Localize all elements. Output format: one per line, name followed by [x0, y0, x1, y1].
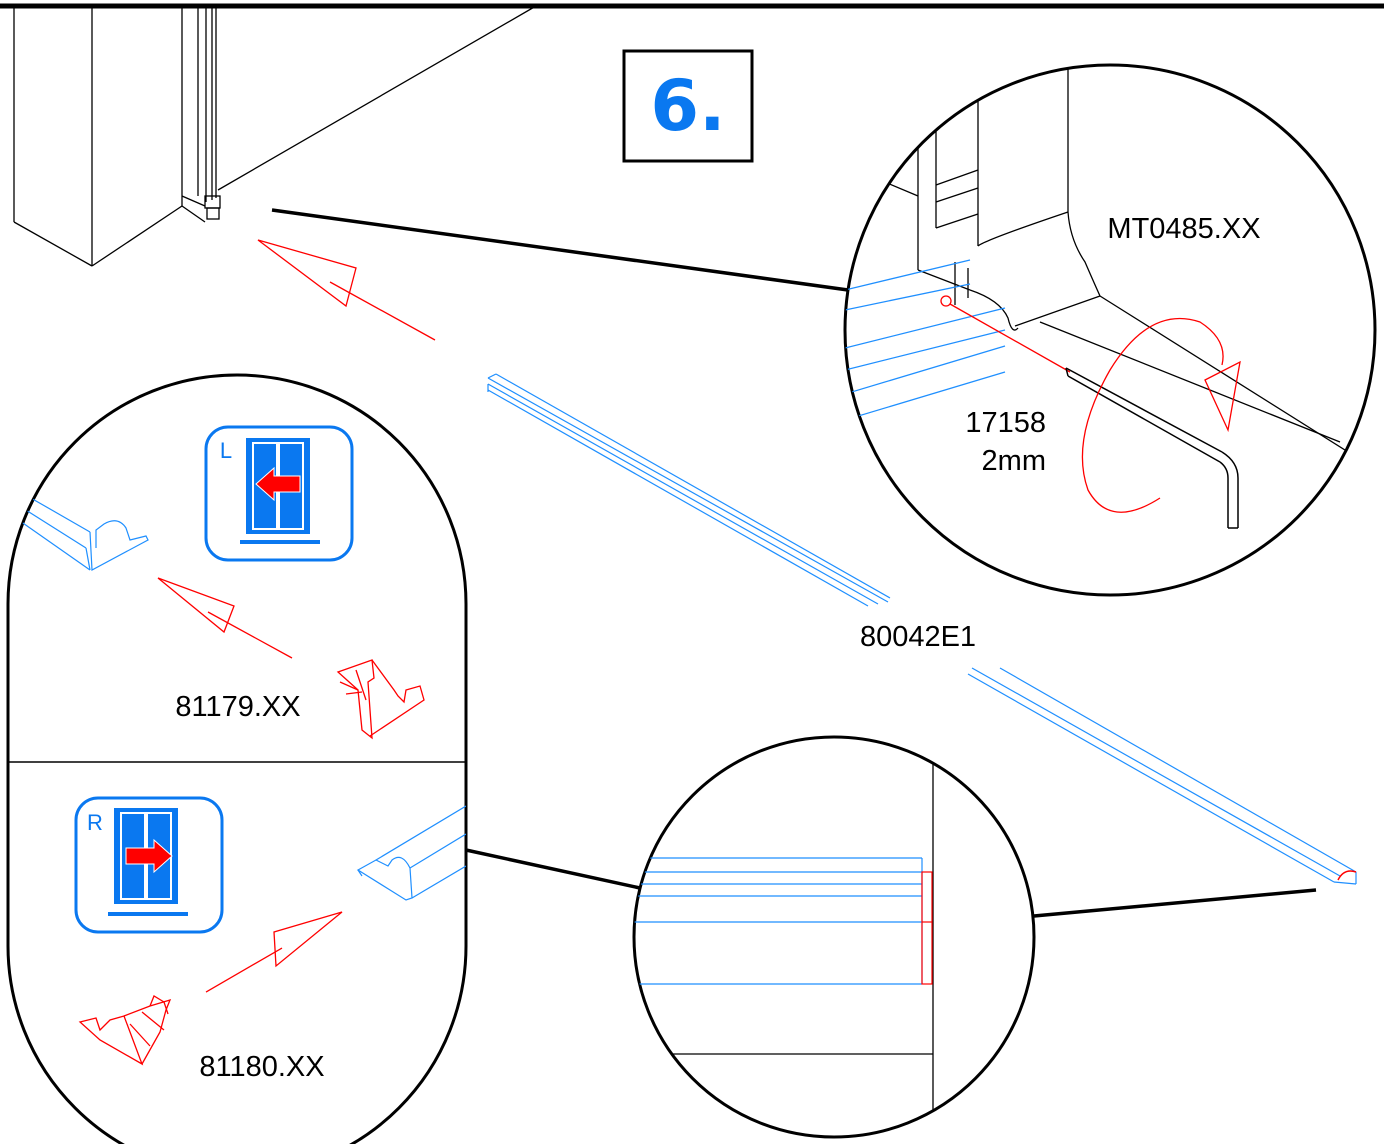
- cabinet-illustration: [13, 5, 537, 267]
- hex-key-icon: [1065, 367, 1239, 529]
- rotate-arrow-icon: [1081, 317, 1241, 513]
- zoom-circle-setscrew: MT0485.XX 17158 2mm: [843, 63, 1377, 597]
- right-slide-door-icon: R: [74, 796, 224, 934]
- setscrew-label: MT0485.XX: [1107, 213, 1260, 245]
- end-cap-right-icon: [78, 995, 172, 1066]
- left-letter: L: [220, 438, 232, 463]
- profile-rail: [487, 373, 1357, 885]
- end-cap-left-label: 81179.XX: [175, 691, 300, 723]
- step-number: 6.: [650, 65, 725, 147]
- profile-label: 80042E1: [860, 621, 976, 653]
- step-number-box: 6.: [622, 49, 754, 163]
- zoom-circle-profile-end: [632, 735, 1036, 1139]
- leader-line-pill: [465, 848, 641, 890]
- leader-line-rail: [1033, 888, 1317, 918]
- insert-arrow-icon: [205, 911, 343, 993]
- right-letter: R: [87, 810, 103, 835]
- leader-line-top: [271, 208, 849, 292]
- hex-key-size-label: 2mm: [982, 445, 1046, 477]
- end-cap-left-icon: [336, 659, 425, 740]
- insert-arrow-icon: [157, 577, 293, 659]
- profile-end-cap-marker: [1337, 870, 1357, 881]
- hex-key-code-label: 17158: [965, 407, 1046, 439]
- left-slide-door-icon: L: [204, 425, 354, 562]
- insert-arrow-icon: [257, 239, 436, 341]
- end-cap-detail-panel: 81179.XX L: [6, 373, 468, 1144]
- end-cap-right-label: 81180.XX: [199, 1051, 324, 1083]
